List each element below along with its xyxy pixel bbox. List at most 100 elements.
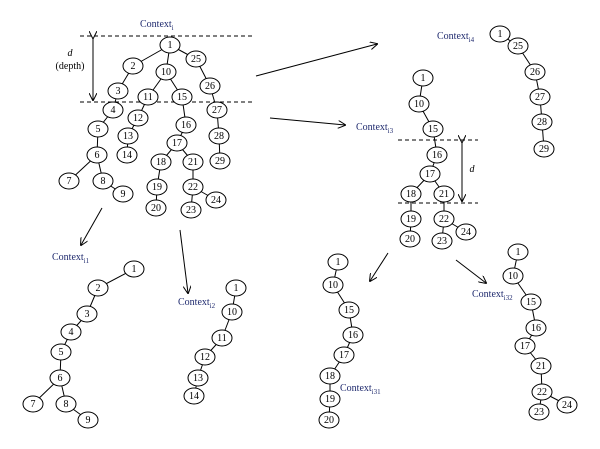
node-ellipse-i3-20 — [399, 230, 421, 248]
node-ellipse-main-29 — [209, 152, 231, 170]
node-ellipse-i4-28 — [531, 113, 553, 131]
node-ellipse-main-10 — [155, 63, 177, 81]
node-label-main-2: 2 — [131, 61, 136, 72]
node-label-i1-8: 8 — [64, 399, 69, 410]
node-i3-15: 15 — [422, 120, 444, 138]
node-i3-21: 21 — [433, 185, 455, 203]
node-i1-3: 3 — [76, 305, 98, 323]
node-label-i32-16: 16 — [531, 323, 541, 334]
node-i4-29: 29 — [533, 140, 555, 158]
node-i32-16: 16 — [525, 319, 547, 337]
node-ellipse-i4-27 — [529, 88, 551, 106]
node-label-i32-21: 21 — [536, 361, 546, 372]
node-i2-11: 11 — [211, 329, 233, 347]
node-label-i1-9: 9 — [86, 415, 91, 426]
node-i3-22: 22 — [433, 210, 455, 228]
node-label-i1-7: 7 — [31, 399, 36, 410]
node-ellipse-main-19 — [146, 178, 168, 196]
node-ellipse-i1-1 — [123, 260, 145, 278]
node-i31-10: 10 — [322, 276, 344, 294]
node-ellipse-main-28 — [208, 127, 230, 145]
node-label-i3-17: 17 — [425, 169, 435, 180]
node-label-i32-10: 10 — [508, 271, 518, 282]
node-i4-26: 26 — [524, 63, 546, 81]
node-ellipse-i2-13 — [187, 369, 209, 387]
node-ellipse-i2-10 — [221, 303, 243, 321]
node-main-3: 3 — [107, 82, 129, 100]
node-main-26: 26 — [199, 77, 221, 95]
node-i4-25: 25 — [507, 37, 529, 55]
node-label-main-18: 18 — [156, 157, 166, 168]
node-i3-16: 16 — [426, 146, 448, 164]
node-ellipse-main-1 — [159, 36, 181, 54]
node-label-i4-28: 28 — [537, 117, 547, 128]
node-ellipse-i32-21 — [530, 357, 552, 375]
node-ellipse-i4-29 — [533, 140, 555, 158]
node-i31-19: 19 — [319, 390, 341, 408]
node-ellipse-i31-19 — [319, 390, 341, 408]
node-label-i32-24: 24 — [562, 400, 572, 411]
node-ellipse-main-22 — [182, 178, 204, 196]
node-main-17: 17 — [166, 134, 188, 152]
node-ellipse-main-12 — [127, 109, 149, 127]
node-main-18: 18 — [150, 153, 172, 171]
node-ellipse-i31-15 — [338, 301, 360, 319]
node-label-i3-22: 22 — [439, 214, 449, 225]
node-label-main-19: 19 — [152, 182, 162, 193]
node-i1-9: 9 — [77, 411, 99, 429]
node-ellipse-i2-14 — [183, 387, 205, 405]
node-label-i1-2: 2 — [96, 283, 101, 294]
node-main-29: 29 — [209, 152, 231, 170]
node-main-21: 21 — [182, 153, 204, 171]
node-label-i3-10: 10 — [414, 99, 424, 110]
node-label-i1-5: 5 — [59, 347, 64, 358]
node-ellipse-main-8 — [92, 172, 114, 190]
node-main-24: 24 — [205, 191, 227, 209]
node-i3-19: 19 — [400, 210, 422, 228]
node-ellipse-i32-23 — [528, 403, 550, 421]
node-i31-15: 15 — [338, 301, 360, 319]
node-i1-4: 4 — [60, 323, 82, 341]
node-i3-23: 23 — [431, 232, 453, 250]
node-label-i31-15: 15 — [344, 305, 354, 316]
node-main-14: 14 — [116, 146, 138, 164]
node-i3-24: 24 — [455, 223, 477, 241]
node-main-8: 8 — [92, 172, 114, 190]
node-label-i3-19: 19 — [406, 214, 416, 225]
node-i32-23: 23 — [528, 403, 550, 421]
node-main-23: 23 — [180, 201, 202, 219]
node-main-25: 25 — [185, 50, 207, 68]
node-label-main-9: 9 — [121, 189, 126, 200]
node-label-main-12: 12 — [133, 113, 143, 124]
node-label-main-6: 6 — [95, 150, 100, 161]
node-ellipse-main-23 — [180, 201, 202, 219]
node-label-main-28: 28 — [214, 131, 224, 142]
arrow-to-context-i31 — [370, 252, 389, 281]
node-label-main-10: 10 — [161, 67, 171, 78]
node-ellipse-i31-10 — [322, 276, 344, 294]
node-label-main-16: 16 — [181, 120, 191, 131]
node-i2-1: 1 — [225, 279, 247, 297]
node-ellipse-main-25 — [185, 50, 207, 68]
node-i32-1: 1 — [507, 243, 529, 261]
node-label-i4-29: 29 — [539, 144, 549, 155]
node-ellipse-i4-26 — [524, 63, 546, 81]
depth-caption: (depth) — [56, 61, 85, 72]
node-label-main-29: 29 — [215, 156, 225, 167]
node-ellipse-i4-1 — [489, 25, 511, 43]
node-ellipse-main-17 — [166, 134, 188, 152]
node-main-13: 13 — [117, 127, 139, 145]
node-i4-27: 27 — [529, 88, 551, 106]
node-ellipse-i3-10 — [408, 95, 430, 113]
node-label-main-17: 17 — [172, 138, 182, 149]
node-i1-7: 7 — [22, 395, 44, 413]
node-label-i1-1: 1 — [132, 264, 137, 275]
node-i31-20: 20 — [318, 411, 340, 429]
node-i31-17: 17 — [333, 346, 355, 364]
node-label-i4-25: 25 — [513, 41, 523, 52]
node-main-2: 2 — [122, 57, 144, 75]
node-label-i2-12: 12 — [200, 352, 210, 363]
node-i32-15: 15 — [520, 293, 542, 311]
node-ellipse-main-21 — [182, 153, 204, 171]
